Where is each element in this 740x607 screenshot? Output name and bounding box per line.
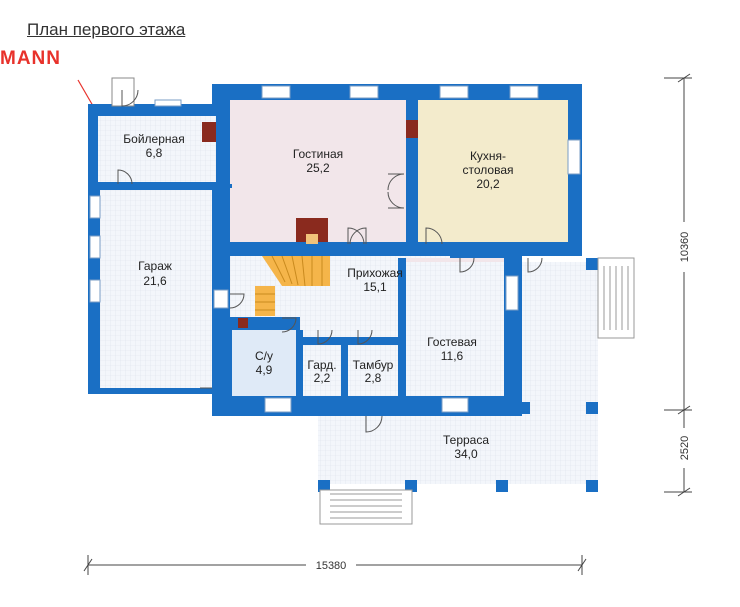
terrace-steps-bottom <box>319 489 413 525</box>
boiler-vent <box>202 122 216 142</box>
stairs <box>255 255 330 316</box>
room-bath-floor <box>232 330 296 396</box>
room-garage-floor <box>100 190 212 388</box>
terrace-steps-right <box>597 257 635 339</box>
room-name: столовая <box>463 163 514 177</box>
windows <box>89 85 581 413</box>
room-area: 15,1 <box>363 280 387 294</box>
room-kitchen-floor <box>418 100 568 242</box>
room-area: 2,2 <box>314 371 331 385</box>
room-name: Тамбур <box>353 358 394 372</box>
dimension-height-terrace: 2520 <box>679 436 691 460</box>
page-title: План первого этажа <box>27 20 186 39</box>
room-name: Бойлерная <box>123 132 184 146</box>
room-area: 4,9 <box>256 363 273 377</box>
dimension-height-main: 10360 <box>679 232 691 263</box>
room-name: Прихожая <box>347 266 403 280</box>
room-area: 2,8 <box>365 371 382 385</box>
room-name: Гараж <box>138 259 172 273</box>
room-name: Кухня- <box>470 149 506 163</box>
brand-logo-text: MANN <box>0 48 61 69</box>
room-area: 6,8 <box>146 146 163 160</box>
boiler-porch <box>111 77 135 107</box>
room-area: 21,6 <box>143 274 167 288</box>
room-area: 25,2 <box>306 161 330 175</box>
dimension-width: 15380 <box>316 560 347 572</box>
room-name: Гард. <box>307 358 336 372</box>
room-area: 20,2 <box>476 177 500 191</box>
room-labels: Бойлерная 6,8 Гостиная 25,2 Кухня- столо… <box>123 132 513 461</box>
room-name: Гостевая <box>427 335 477 349</box>
room-name: Гостиная <box>293 147 343 161</box>
terrace-posts <box>318 258 598 492</box>
doors <box>117 89 543 433</box>
room-name: С/у <box>255 349 273 363</box>
room-area: 34,0 <box>454 447 478 461</box>
kitchen-vent <box>406 120 418 138</box>
room-name: Терраса <box>443 433 489 447</box>
floors <box>98 100 598 484</box>
room-area: 11,6 <box>441 349 464 363</box>
